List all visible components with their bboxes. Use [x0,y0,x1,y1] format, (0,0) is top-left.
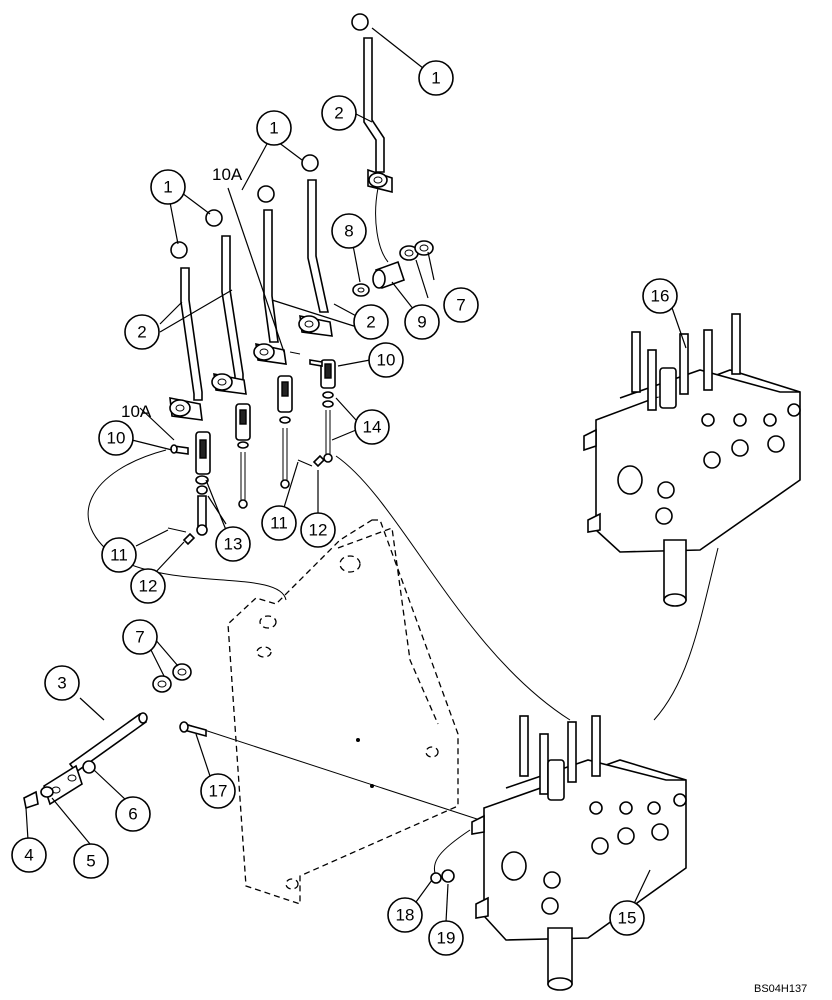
callout-1: 1 [150,169,186,205]
svg-text:14: 14 [363,418,382,437]
lever-center [253,209,287,365]
control-valve-top [583,313,801,607]
lever-left-center [211,235,247,395]
lever-left [169,267,203,421]
callout-7: 7 [443,287,479,323]
svg-text:13: 13 [224,535,243,554]
svg-text:7: 7 [135,628,144,647]
svg-text:16: 16 [651,287,670,306]
upper-washers-and-bushing [352,187,434,297]
callout-17: 17 [200,773,236,809]
callout-4: 4 [11,837,47,873]
svg-text:5: 5 [86,852,95,871]
callout-7: 7 [122,619,158,655]
drawing-code: BS04H137 [754,983,807,995]
svg-text:15: 15 [618,909,637,928]
svg-text:12: 12 [139,577,158,596]
callout-11: 11 [101,537,137,573]
lever-far-right [351,13,393,194]
label-10a-upper: 10A [212,165,243,184]
callout-18: 18 [387,897,423,933]
cross-shaft-assembly [23,663,455,884]
callout-19: 19 [428,920,464,956]
callout-16: 16 [642,278,678,314]
svg-text:7: 7 [456,296,465,315]
svg-text:2: 2 [334,104,343,123]
svg-text:4: 4 [24,846,33,865]
callout-15: 15 [609,900,645,936]
callout-1: 1 [256,110,292,146]
label-10a-lower: 10A [121,402,152,421]
callout-1: 1 [418,60,454,96]
callout-6: 6 [115,796,151,832]
svg-text:11: 11 [110,546,128,565]
svg-text:2: 2 [366,313,375,332]
control-levers [169,13,393,421]
svg-text:17: 17 [209,782,228,801]
svg-text:18: 18 [396,906,415,925]
callout-10: 10 [368,342,404,378]
clevis-linkages [167,351,336,546]
svg-text:6: 6 [128,805,137,824]
callout-13: 13 [215,526,251,562]
svg-text:8: 8 [344,222,353,241]
callout-12: 12 [300,512,336,548]
callout-10: 10 [98,420,134,456]
callout-8: 8 [331,213,367,249]
svg-text:1: 1 [163,178,172,197]
callout-2: 2 [321,95,357,131]
callout-14: 14 [354,409,390,445]
control-valve-bottom [471,715,687,991]
knob [257,185,275,203]
svg-text:10: 10 [107,429,126,448]
svg-text:11: 11 [270,514,288,533]
svg-text:1: 1 [431,69,440,88]
callout-5: 5 [73,843,109,879]
callout-12: 12 [130,568,166,604]
mounting-plate [227,519,459,905]
callout-11: 11 [261,505,297,541]
svg-text:2: 2 [137,323,146,342]
callout-9: 9 [404,304,440,340]
svg-text:3: 3 [57,674,66,693]
lever-right-center [298,179,333,337]
svg-text:1: 1 [269,119,278,138]
callouts: 1 1 1 2 2 2 3 4 [11,60,678,956]
knob [170,241,188,259]
callout-3: 3 [44,665,80,701]
knob [351,13,369,31]
knob [301,154,319,172]
callout-2: 2 [124,314,160,350]
callout-leaders [25,27,687,923]
svg-text:19: 19 [437,929,456,948]
svg-text:12: 12 [309,521,328,540]
callout-2: 2 [353,304,389,340]
svg-text:10: 10 [377,351,396,370]
svg-text:9: 9 [417,313,426,332]
